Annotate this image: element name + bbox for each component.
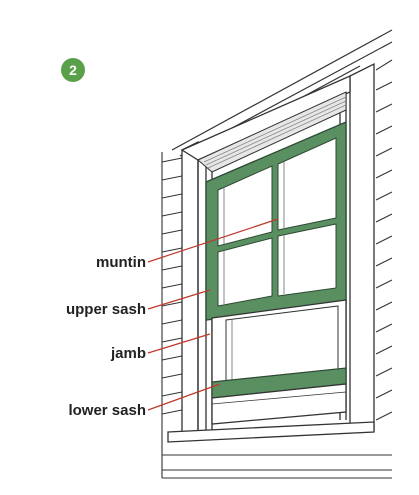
window-sill [167, 383, 375, 443]
leader-lines [147, 218, 279, 411]
upper-pane-tr [277, 137, 337, 231]
upper-sash [205, 121, 347, 321]
upper-pane-bl [217, 237, 273, 307]
siding-bottom [162, 454, 392, 479]
upper-pane-br [277, 223, 337, 297]
leader-jamb [147, 333, 211, 354]
label-jamb: jamb [110, 345, 146, 362]
siding-left [161, 152, 183, 478]
label-muntin: muntin [96, 254, 146, 271]
label-upper-sash: upper sash [66, 301, 146, 318]
step-badge: 2 [61, 58, 85, 82]
leader-upper-sash [147, 289, 211, 310]
step-badge-circle [61, 58, 85, 82]
step-number: 2 [69, 62, 77, 78]
head-jamb [197, 91, 347, 173]
label-lower-sash: lower sash [68, 402, 146, 419]
leader-lower-sash [147, 383, 221, 411]
siding-right [375, 59, 393, 421]
leader-muntin [147, 218, 279, 263]
lower-sash [211, 299, 347, 399]
